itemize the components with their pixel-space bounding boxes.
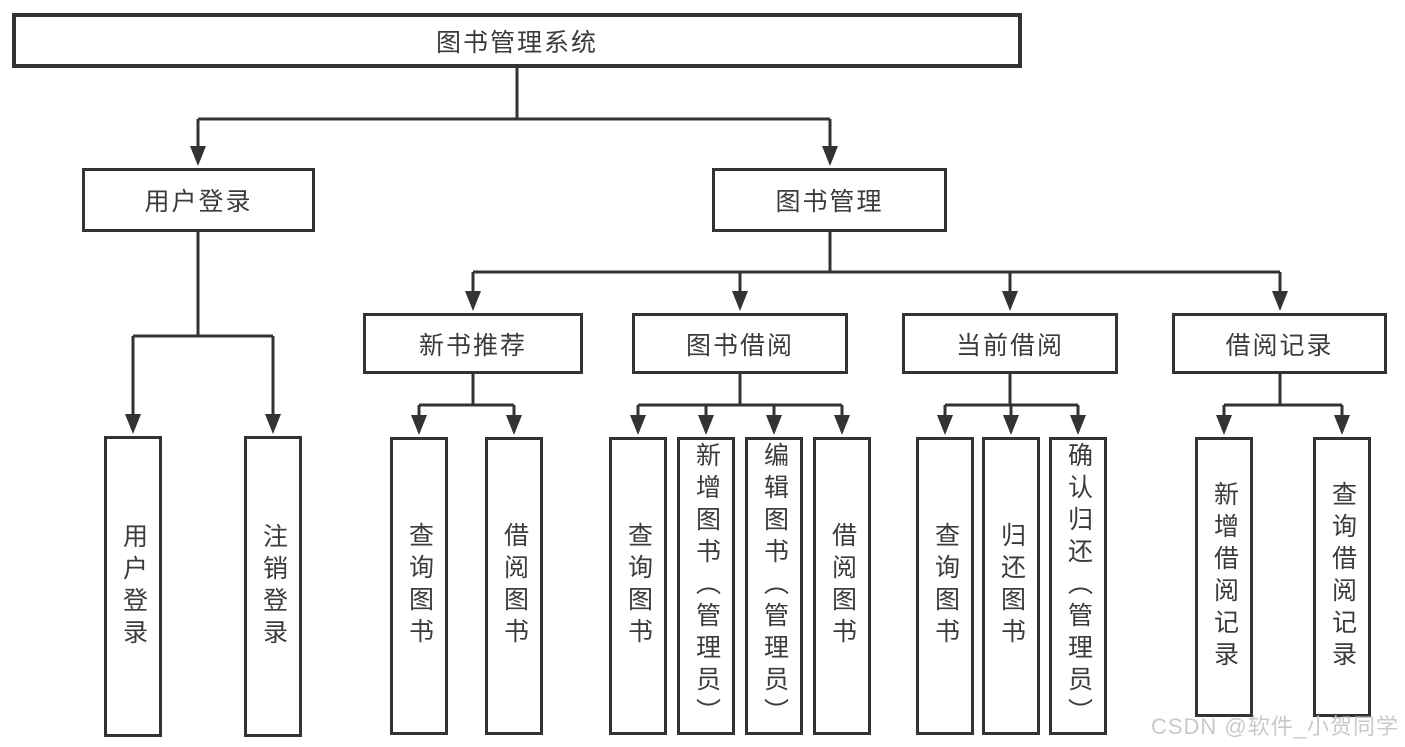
connector-borrow-records-children xyxy=(1222,374,1344,417)
leaf-query-borrow-record: 查询借阅记录 xyxy=(1313,437,1371,717)
leaf-query-book: 查询图书 xyxy=(390,437,448,735)
leaf-borrow-book: 借阅图书 xyxy=(813,437,871,735)
node-borrow-records: 借阅记录 xyxy=(1172,313,1387,374)
leaf-return-book: 归还图书 xyxy=(982,437,1040,735)
leaf-label: 借阅图书 xyxy=(828,522,857,650)
node-label: 图书管理 xyxy=(775,188,884,216)
leaf-label: 借阅图书 xyxy=(500,522,529,650)
connector-current-borrow-children xyxy=(943,374,1080,417)
leaf-label: 新增借阅记录 xyxy=(1210,481,1239,673)
leaf-label: 查询图书 xyxy=(624,522,653,650)
leaf-label: 编辑图书（管理员） xyxy=(760,442,789,730)
leaf-label: 归还图书 xyxy=(997,522,1026,650)
leaf-add-book-admin: 新增图书（管理员） xyxy=(677,437,735,735)
node-label: 用户登录 xyxy=(144,188,253,216)
node-label: 图书借阅 xyxy=(685,331,794,360)
leaf-borrow-book: 借阅图书 xyxy=(485,437,543,735)
node-label: 图书管理系统 xyxy=(435,28,598,57)
leaf-edit-book-admin: 编辑图书（管理员） xyxy=(745,437,803,735)
leaf-label: 查询借阅记录 xyxy=(1328,481,1357,673)
leaf-query-book: 查询图书 xyxy=(916,437,974,735)
node-current-borrowing: 当前借阅 xyxy=(902,313,1118,374)
node-label: 新书推荐 xyxy=(418,331,527,360)
connector-user-login-children xyxy=(131,232,275,416)
leaf-user-login: 用户登录 xyxy=(104,436,162,737)
arrowheads xyxy=(125,146,1350,435)
node-book-borrowing: 图书借阅 xyxy=(632,313,848,374)
node-new-book-recommend: 新书推荐 xyxy=(363,313,583,374)
node-label: 借阅记录 xyxy=(1225,331,1334,360)
csdn-watermark: CSDN @软件_小贺同学 xyxy=(1150,714,1399,739)
node-book-management: 图书管理 xyxy=(712,168,947,232)
connector-book-mgmt-to-groups xyxy=(471,232,1282,293)
connector-book-borrow-children xyxy=(636,374,844,417)
leaf-confirm-return-admin: 确认归还（管理员） xyxy=(1049,437,1107,735)
node-user-login: 用户登录 xyxy=(82,168,315,232)
leaf-label: 查询图书 xyxy=(931,522,960,650)
connector-new-book-children xyxy=(417,374,516,417)
leaf-label: 查询图书 xyxy=(405,522,434,650)
leaf-label: 用户登录 xyxy=(119,522,148,651)
leaf-query-book: 查询图书 xyxy=(609,437,667,735)
connector-root-to-level2 xyxy=(196,68,832,148)
leaf-label: 新增图书（管理员） xyxy=(692,442,721,730)
node-library-management-system: 图书管理系统 xyxy=(12,13,1022,68)
leaf-label: 注销登录 xyxy=(259,522,288,651)
node-label: 当前借阅 xyxy=(955,331,1064,360)
leaf-logout: 注销登录 xyxy=(244,436,302,737)
leaf-add-borrow-record: 新增借阅记录 xyxy=(1195,437,1253,717)
leaf-label: 确认归还（管理员） xyxy=(1064,442,1093,730)
